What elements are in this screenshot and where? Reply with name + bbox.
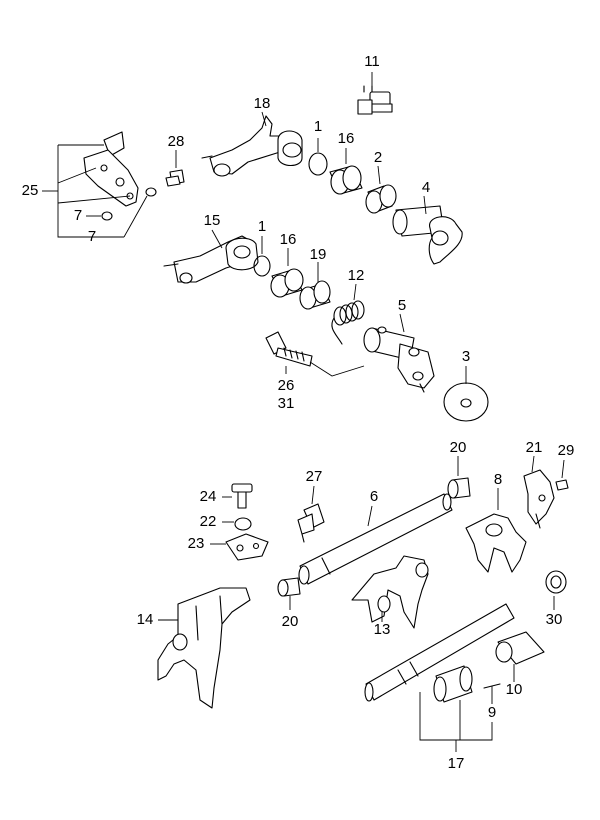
part-25-bracket [83,131,139,207]
part-22-washer [234,517,252,531]
label-25: 25 [22,182,39,199]
label-30: 30 [546,611,563,628]
label-20-upper: 20 [450,439,467,456]
part-17-collar [433,665,473,703]
label-2: 2 [374,149,382,166]
part-11-switch [357,85,393,115]
label-12: 12 [348,267,365,284]
part-17-shift-rod [364,603,515,702]
label-13: 13 [374,621,391,638]
label-27: 27 [306,468,323,485]
label-16-upper: 16 [338,130,355,147]
part-5-shaft-lever [363,326,435,393]
label-20-lower: 20 [282,613,299,630]
label-9: 9 [488,704,496,721]
label-19: 19 [310,246,327,263]
label-1-lower: 1 [258,218,266,235]
part-27-switch [297,503,325,543]
label-7-upper: 7 [88,228,96,245]
part-26-bolt [265,331,313,367]
label-8: 8 [494,471,502,488]
part-10-collar [495,631,545,665]
part-15-lever [163,235,259,284]
label-6: 6 [370,488,378,505]
part-14-fork [157,587,251,709]
part-1-ring-lower [253,255,271,277]
label-5: 5 [398,297,406,314]
part-20-bush-upper [447,477,471,499]
part-20-bush-lower [277,577,301,597]
part-16-bushing-upper [329,165,363,195]
part-21-bracket [523,469,555,529]
part-29-bolt [555,479,569,491]
part-28-bolt [165,169,185,187]
label-22: 22 [200,513,217,530]
leader-lines [42,72,565,752]
label-21: 21 [526,439,543,456]
part-18-lever [201,115,303,177]
label-23: 23 [188,535,205,552]
label-24: 24 [200,488,217,505]
part-8-fork [465,513,527,573]
label-29: 29 [558,442,575,459]
label-7-lower: 7 [74,207,82,224]
label-17: 17 [448,755,465,772]
part-6-shift-rod [298,493,453,585]
part-24-bolt [231,483,253,509]
label-14: 14 [137,611,154,628]
label-1-upper: 1 [314,118,322,135]
label-10: 10 [506,681,523,698]
part-labels: 11 18 1 16 2 4 28 25 7 7 15 1 16 19 12 5… [22,53,575,772]
part-4-sleeve [392,205,463,265]
part-16-bushing-lower [270,268,304,298]
part-19-bushing [299,280,331,310]
part-23-bracket [225,533,269,561]
label-11: 11 [364,53,380,70]
label-26: 26 [278,377,295,394]
part-7-washer-upper [145,187,157,197]
part-2-bearing [365,184,397,214]
label-18: 18 [254,95,271,112]
label-15: 15 [204,212,221,229]
part-30-bearing [545,570,567,594]
label-3: 3 [462,348,470,365]
part-1-ring-upper [308,152,328,176]
label-31: 31 [278,395,295,412]
part-3-washer [443,382,489,422]
part-13-fork [351,555,429,629]
label-4: 4 [422,179,430,196]
label-28: 28 [168,133,185,150]
label-16-lower: 16 [280,231,297,248]
part-12-spring [331,300,365,345]
part-7-washer-lower [101,211,113,221]
